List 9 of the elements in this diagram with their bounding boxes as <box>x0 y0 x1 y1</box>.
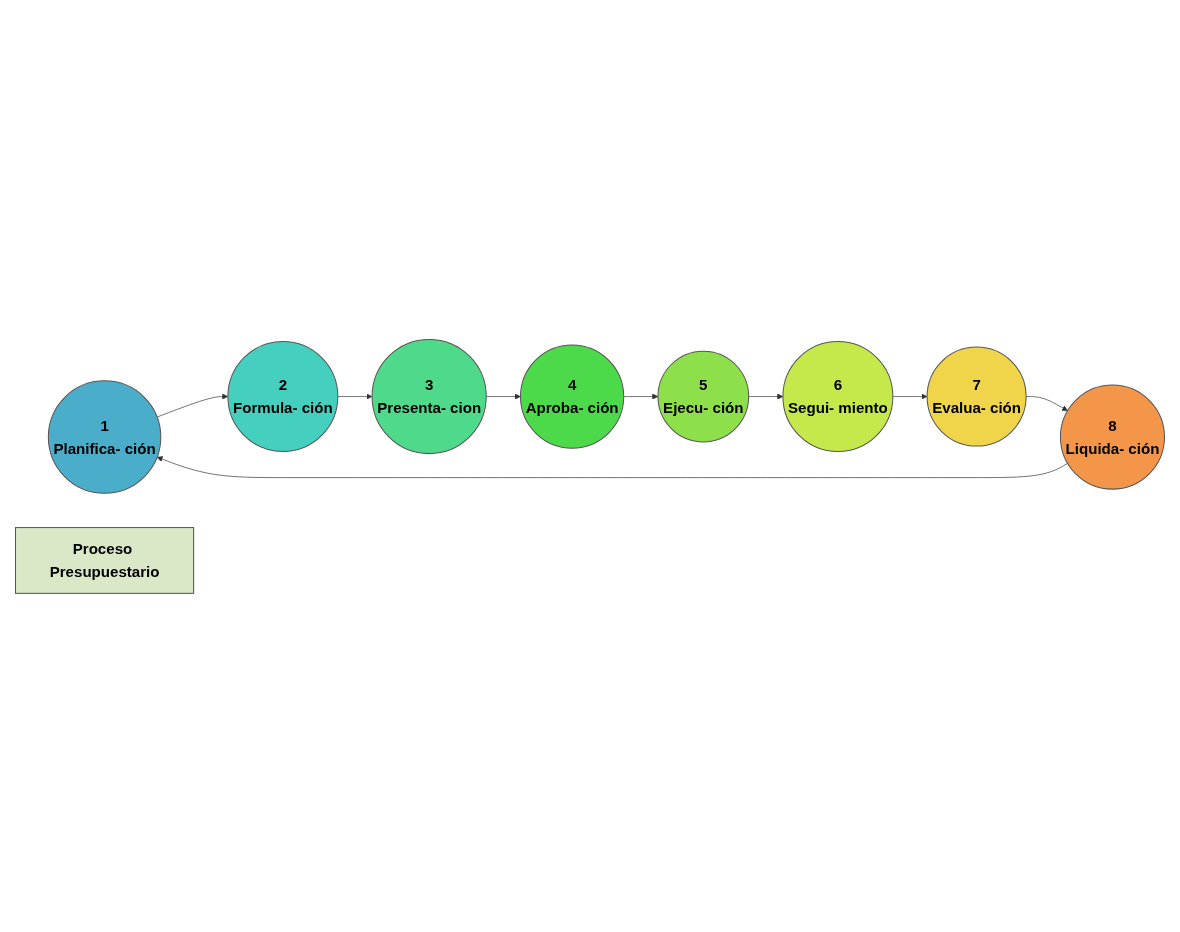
node-circle: 8 Liquida- ción <box>1059 384 1165 490</box>
node-box: Proceso Presupuestario <box>15 526 195 594</box>
node-circle: 4 Aproba- ción <box>519 344 625 449</box>
node-circle: 1 Planifica- ción <box>47 379 162 494</box>
node-circle: 6 Segui- miento <box>782 340 894 452</box>
node-circle: 2 Formula- ción <box>227 340 339 452</box>
node-circle: 3 Presenta- cion <box>371 338 487 454</box>
node-circle: 7 Evalua- ción <box>926 346 1027 447</box>
node-circle: 5 Ejecu- ción <box>657 350 750 442</box>
